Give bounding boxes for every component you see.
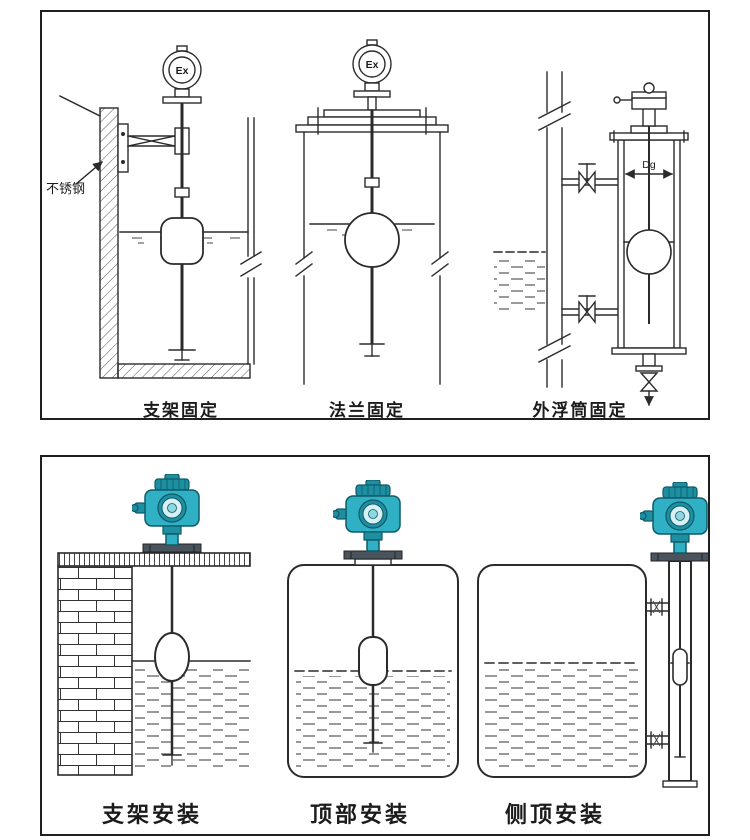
- ex-head: Ex: [162, 45, 202, 104]
- installation-methods-drawing: [57, 474, 708, 788]
- caption-flange-fixing: 法兰固定: [329, 401, 405, 420]
- brick-wall: [57, 565, 133, 776]
- float: [358, 636, 388, 686]
- tank-nozzle: [354, 558, 392, 566]
- transmitter: [640, 482, 708, 554]
- tank-wall-right: [240, 117, 262, 365]
- bracket-installation-figure: [57, 474, 251, 776]
- bracket-plate: [117, 123, 129, 173]
- stainless-steel-leader: [75, 161, 103, 185]
- ground-hatch: [117, 363, 251, 379]
- float: [626, 229, 672, 275]
- transmitter: [132, 474, 200, 546]
- fixing-methods-drawing: Ex: [46, 39, 689, 406]
- float: [344, 212, 400, 268]
- top-installation-figure: [287, 480, 459, 778]
- isolation-valve-top: [578, 163, 596, 194]
- tube-bottom-flange: [662, 780, 698, 788]
- ex-marking-label-2: Ex: [366, 59, 379, 71]
- ex-head: Ex: [352, 39, 392, 111]
- vessel-wall: [538, 71, 571, 388]
- mounting-flange: [650, 552, 708, 562]
- fixing-methods-panel: Ex: [40, 10, 710, 420]
- connecting-pipes: [561, 178, 619, 316]
- mounting-flange: [343, 550, 403, 560]
- side-top-installation-figure: [477, 482, 708, 788]
- external-chamber-fixing-figure: Dg: [493, 71, 689, 406]
- connection-bottom: [645, 731, 670, 749]
- caption-side-top-installation: 侧顶安装: [504, 802, 605, 827]
- transmitter: [333, 480, 401, 552]
- chamber-head: [613, 82, 667, 127]
- chamber-drain: [611, 347, 687, 406]
- flange-fixing-figure: Ex: [295, 39, 449, 385]
- liquid: [484, 668, 638, 770]
- caption-top-installation: 顶部安装: [309, 802, 410, 827]
- bracket-fixing-figure: Ex: [46, 45, 262, 379]
- stainless-steel-label: 不锈钢: [46, 181, 85, 196]
- float: [160, 217, 204, 265]
- float: [672, 648, 688, 686]
- bracket-arm: [127, 127, 190, 155]
- isolation-valve-bottom: [578, 295, 596, 324]
- float: [154, 632, 190, 682]
- installation-methods-panel: 支架安装 顶部安装 侧顶安装: [40, 455, 710, 836]
- bracket-platform: [57, 552, 251, 567]
- wall-hatch: [99, 107, 119, 379]
- caption-bracket-installation: 支架安装: [101, 802, 202, 827]
- vessel-liquid: [494, 256, 545, 314]
- liquid: [132, 665, 250, 771]
- caption-bracket-fixing: 支架固定: [143, 401, 219, 420]
- caption-external-chamber-fixing: 外浮筒固定: [532, 401, 628, 420]
- ex-marking-label-1: Ex: [176, 65, 189, 77]
- connection-top: [645, 598, 670, 616]
- tank-walls: [295, 131, 449, 385]
